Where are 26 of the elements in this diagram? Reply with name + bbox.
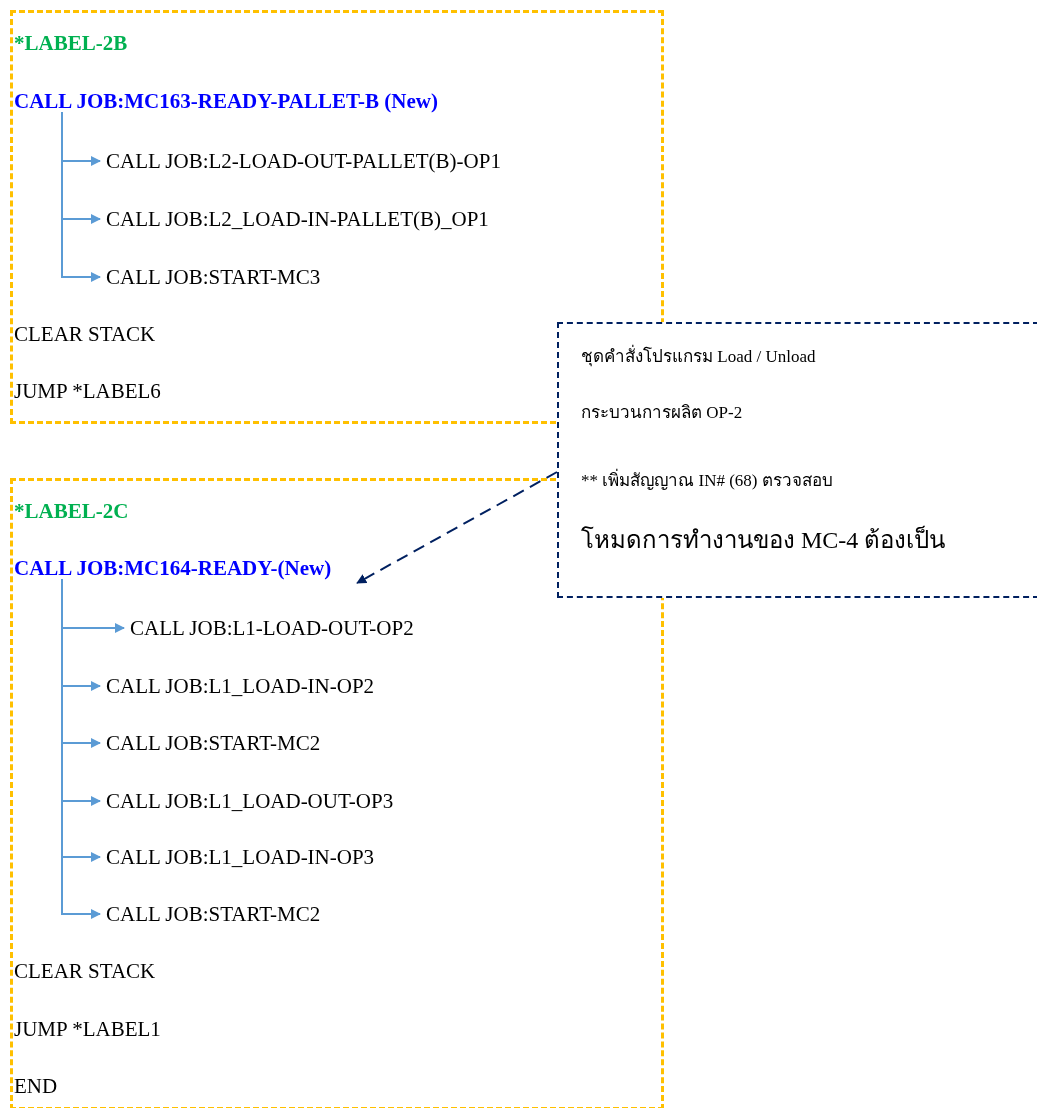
command-line: JUMP *LABEL6 xyxy=(14,378,161,404)
label-heading: *LABEL-2B xyxy=(14,30,128,56)
note-text: ** เพิ่มสัญญาณ IN# (68) ตรวจสอบ xyxy=(581,466,833,493)
command-line: CALL JOB:L1_LOAD-OUT-OP3 xyxy=(106,788,394,814)
command-line: CALL JOB:L2-LOAD-OUT-PALLET(B)-OP1 xyxy=(106,148,501,174)
command-line: CALL JOB:L1_LOAD-IN-OP3 xyxy=(106,844,375,870)
arrow xyxy=(61,578,101,919)
command-line: CALL JOB:L2_LOAD-IN-PALLET(B)_OP1 xyxy=(106,206,489,232)
arrow xyxy=(356,471,558,584)
command-line: END xyxy=(14,1073,58,1099)
command-line: CALL JOB:START-MC3 xyxy=(106,264,321,290)
command-line: CALL JOB:L1-LOAD-OUT-OP2 xyxy=(130,615,414,641)
call-command: CALL JOB:MC163-READY-PALLET-B (New) xyxy=(14,88,438,114)
note-text: ชุดคำสั่งโปรแกรม Load / Unload xyxy=(581,342,816,369)
command-line: JUMP *LABEL1 xyxy=(14,1016,161,1042)
arrow xyxy=(61,111,101,282)
note-text: โหมดการทำงานของ MC-4 ต้องเป็น xyxy=(581,524,946,555)
command-line: CLEAR STACK xyxy=(14,958,156,984)
label-heading: *LABEL-2C xyxy=(14,498,129,524)
note-text: กระบวนการผลิต OP-2 xyxy=(581,402,743,424)
call-command: CALL JOB:MC164-READY-(New) xyxy=(14,555,332,581)
command-line: CALL JOB:START-MC2 xyxy=(106,730,321,756)
command-line: CALL JOB:START-MC2 xyxy=(106,901,321,927)
command-line: CALL JOB:L1_LOAD-IN-OP2 xyxy=(106,673,375,699)
command-line: CLEAR STACK xyxy=(14,321,156,347)
note-box xyxy=(557,322,1037,598)
